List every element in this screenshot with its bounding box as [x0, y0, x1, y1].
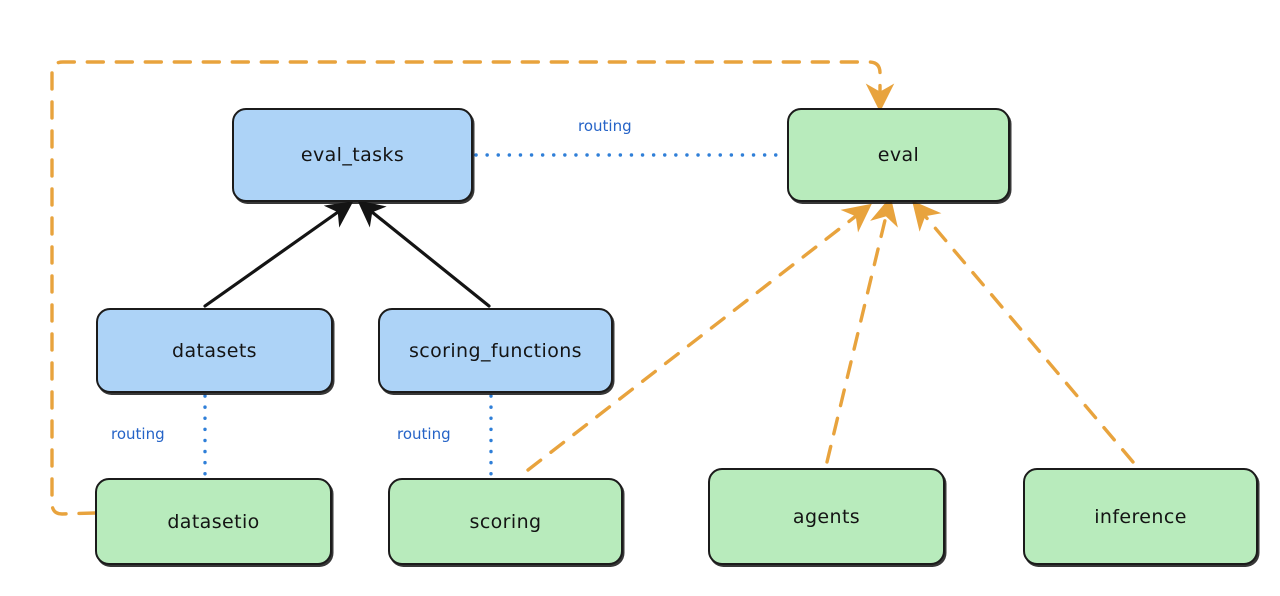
- node-label-eval-tasks: eval_tasks: [300, 144, 405, 166]
- edge-label-routing-scoring-functions-scoring: routing: [397, 425, 451, 443]
- node-agents[interactable]: agents: [708, 468, 945, 565]
- node-scoring-functions[interactable]: scoring_functions: [378, 308, 613, 393]
- edge-agents-to-eval: [825, 196, 898, 464]
- node-inference[interactable]: inference: [1023, 468, 1258, 565]
- node-datasets[interactable]: datasets: [96, 308, 333, 393]
- edge-label-routing-eval-tasks-eval: routing: [578, 117, 632, 135]
- edge-scoring-to-eval: [526, 203, 872, 472]
- node-eval[interactable]: eval: [787, 108, 1010, 202]
- edge-datasets-to-eval-tasks: [203, 201, 354, 308]
- node-datasetio[interactable]: datasetio: [95, 478, 332, 565]
- node-label-eval: eval: [877, 144, 920, 166]
- node-label-inference: inference: [1094, 505, 1187, 528]
- node-label-datasets: datasets: [172, 339, 257, 362]
- edge-label-routing-datasets-datasetio: routing: [111, 425, 165, 443]
- edge-scoring-functions-to-eval-tasks: [357, 200, 491, 308]
- edge-datasetio-to-eval: [50, 60, 895, 516]
- node-scoring[interactable]: scoring: [388, 478, 623, 565]
- node-eval-tasks[interactable]: eval_tasks: [232, 108, 473, 202]
- node-label-scoring: scoring: [469, 510, 542, 533]
- node-label-scoring-functions: scoring_functions: [409, 339, 582, 362]
- node-label-agents: agents: [792, 505, 861, 528]
- edge-inference-to-eval: [912, 200, 1135, 464]
- node-label-datasetio: datasetio: [167, 510, 260, 533]
